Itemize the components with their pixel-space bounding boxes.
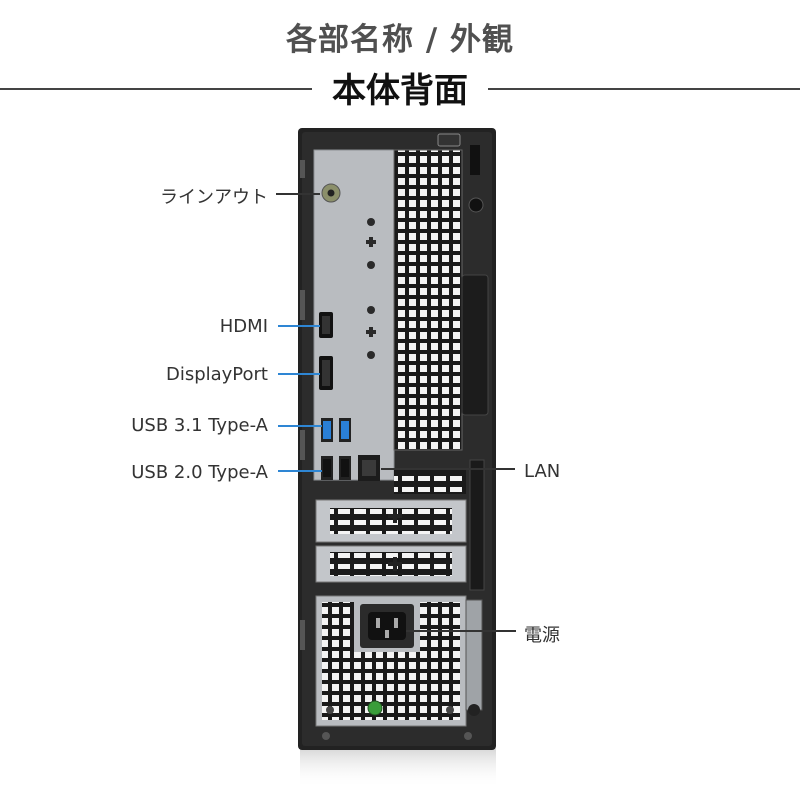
label-line-out: ラインアウト: [160, 187, 268, 208]
power-led: [367, 700, 383, 716]
label-usb31: USB 3.1 Type-A: [131, 415, 268, 436]
leader-displayport: [278, 373, 320, 375]
leader-line-out: [276, 193, 320, 195]
leader-power: [406, 630, 516, 632]
page-title: 各部名称 / 外観: [286, 22, 514, 58]
leader-usb20: [278, 470, 322, 472]
label-usb20: USB 2.0 Type-A: [131, 462, 268, 483]
section-title: 本体背面: [332, 71, 468, 111]
top-vent: [394, 150, 462, 450]
label-lan: LAN: [524, 461, 561, 482]
label-displayport: DisplayPort: [165, 364, 268, 385]
leader-hdmi: [278, 325, 320, 327]
label-hdmi: HDMI: [219, 316, 268, 337]
floor-shadow: [300, 748, 496, 788]
leader-lan: [381, 468, 515, 470]
divider-right: [488, 88, 800, 90]
label-power: 電源: [524, 625, 560, 646]
divider-left: [0, 88, 312, 90]
leader-usb31: [278, 425, 322, 427]
